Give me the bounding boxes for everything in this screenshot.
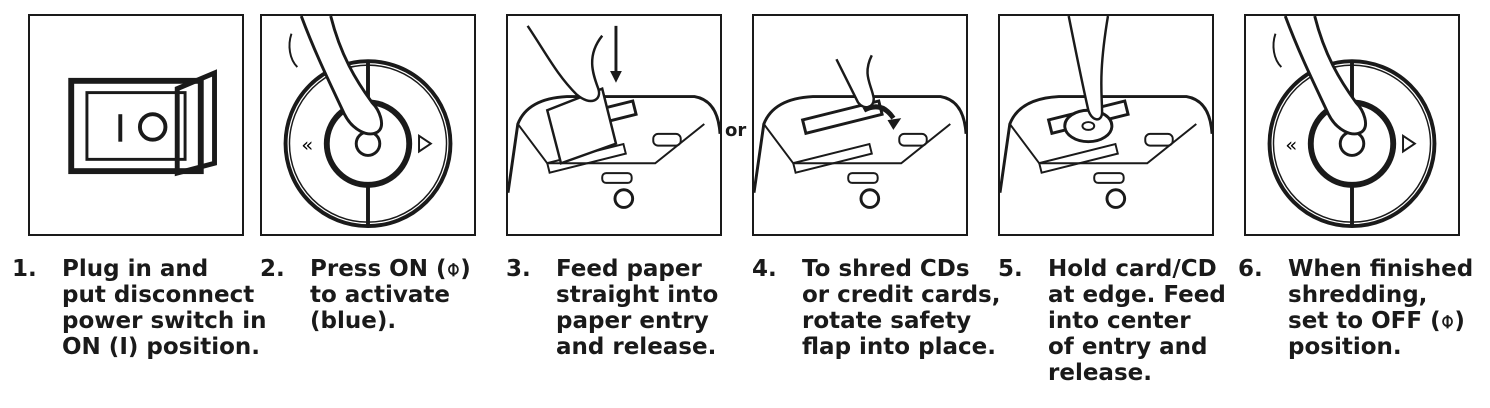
step-text-line: into center (1048, 308, 1191, 334)
rewind-icon: « (301, 134, 313, 157)
illustration-safety-flap (752, 14, 968, 236)
step-text-line: power switch in (62, 308, 267, 334)
step-text-line: or credit cards, (802, 282, 1001, 308)
rotate-arrow-icon (862, 104, 896, 120)
step-text-line: put disconnect (62, 282, 255, 308)
finger-icon (299, 16, 383, 136)
step-number: 2. (260, 256, 285, 282)
step-text-line: Feed paper (556, 256, 702, 282)
hand-icon (1067, 16, 1110, 121)
step-number: 6. (1238, 256, 1263, 282)
illustration-feed-paper (506, 14, 722, 236)
off-mark-icon (137, 112, 168, 142)
step-text-line: straight into (556, 282, 719, 308)
step-text-line: To shred CDs (802, 256, 970, 282)
step-text-line: When finished (1288, 256, 1474, 282)
step-text-line: shredding, (1288, 282, 1428, 308)
paper-icon (545, 87, 618, 165)
arrow-down-icon (610, 71, 622, 83)
step-text-line: at edge. Feed (1048, 282, 1226, 308)
step-text-line: release. (1048, 360, 1152, 386)
step-text-line: position. (1288, 334, 1402, 360)
step-number: 3. (506, 256, 531, 282)
step-text-line: (blue). (310, 308, 397, 334)
step-text-line: Hold card/CD (1048, 256, 1217, 282)
step-number: 4. (752, 256, 777, 282)
step-text-line: ON (I) position. (62, 334, 261, 360)
step-text-line: and release. (556, 334, 717, 360)
step-text-line: flap into place. (802, 334, 996, 360)
step-text-line: rotate safety (802, 308, 972, 334)
finger-icon (1283, 16, 1367, 136)
hand-icon (526, 25, 604, 103)
cd-icon (1063, 108, 1114, 144)
illustration-press-on: « (260, 14, 476, 236)
step-text-line: to activate (310, 282, 450, 308)
step-text-line: Plug in and (62, 256, 209, 282)
hand-icon (835, 54, 875, 109)
or-label: or (725, 120, 747, 141)
forward-icon (1402, 133, 1417, 154)
illustration-set-off: « (1244, 14, 1460, 236)
step-text-line: of entry and (1048, 334, 1208, 360)
step-number: 1. (12, 256, 37, 282)
illustration-feed-cd (998, 14, 1214, 236)
forward-icon (418, 133, 433, 154)
step-number: 5. (998, 256, 1023, 282)
step-text-line: Press ON (⌽) (310, 256, 471, 282)
rewind-icon: « (1285, 134, 1297, 157)
step-text-line: paper entry (556, 308, 709, 334)
step-text-line: set to OFF (⌽) (1288, 308, 1465, 334)
illustration-power-switch (28, 14, 244, 236)
